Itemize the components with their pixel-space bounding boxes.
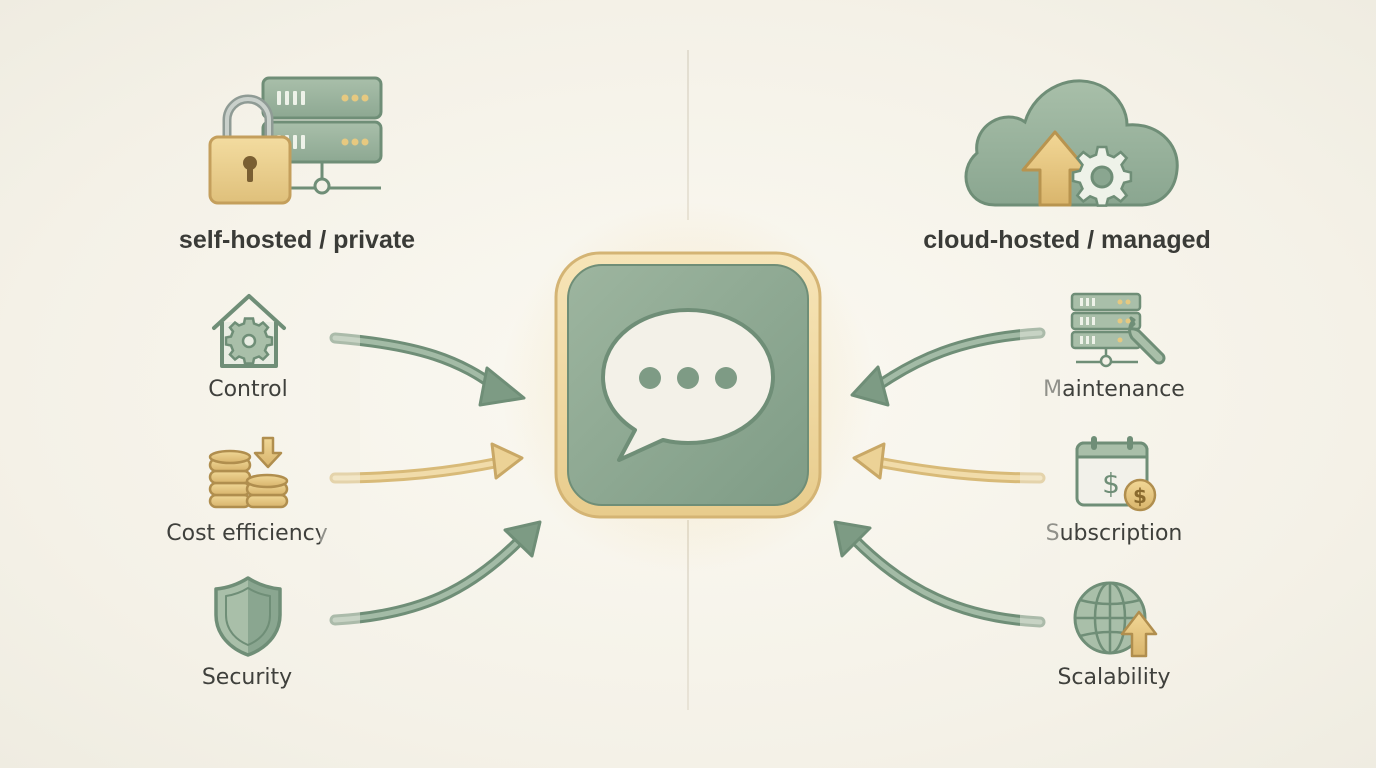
item-label-cost-efficiency: Cost efficiency xyxy=(166,521,328,546)
svg-text:$: $ xyxy=(1102,467,1120,500)
chat-bubble-icon xyxy=(554,251,822,519)
center-divider-bottom xyxy=(687,520,689,710)
arrow-maintenance xyxy=(850,327,1046,407)
server-wrench-icon xyxy=(1070,292,1166,368)
item-label-control: Control xyxy=(208,377,288,402)
right-heading: cloud-hosted / managed xyxy=(923,226,1211,254)
globe-up-arrow-icon xyxy=(1073,581,1158,658)
arrow-cost-efficiency xyxy=(329,442,524,484)
arrow-control xyxy=(329,332,526,407)
home-gear-icon xyxy=(212,294,286,368)
svg-text:$: $ xyxy=(1133,484,1147,508)
lock-server-icon xyxy=(208,76,383,205)
item-label-scalability: Scalability xyxy=(1057,665,1171,690)
arrow-security xyxy=(329,520,542,626)
item-label-maintenance: Maintenance xyxy=(1043,377,1185,402)
item-label-subscription: Subscription xyxy=(1045,521,1183,546)
item-label-security: Security xyxy=(201,665,293,690)
left-heading: self-hosted / private xyxy=(178,226,416,254)
coins-down-arrow-icon xyxy=(208,436,289,509)
arrow-subscription xyxy=(852,442,1046,484)
arrow-scalability xyxy=(833,520,1046,628)
calendar-dollar-icon: $ $ xyxy=(1075,436,1157,512)
cloud-upload-gear-icon xyxy=(964,79,1179,207)
center-divider-top xyxy=(687,50,689,220)
shield-icon xyxy=(214,576,282,657)
